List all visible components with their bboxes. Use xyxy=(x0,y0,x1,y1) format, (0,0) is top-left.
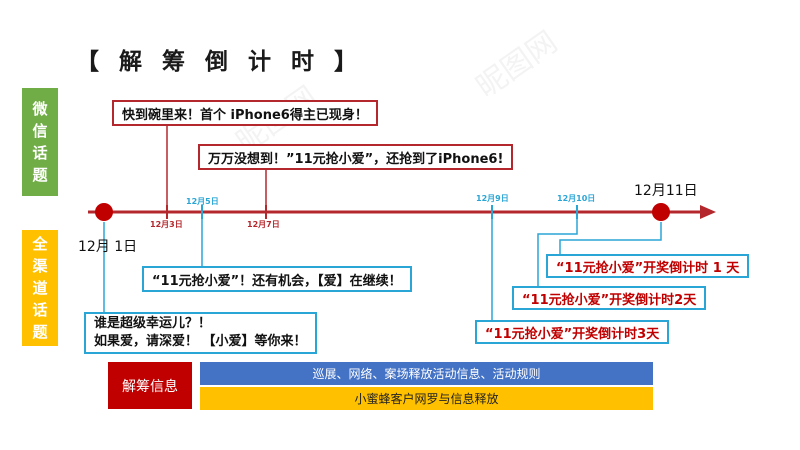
callout-lucky-winner-line2: 如果爱，请深爱！ 【小爱】等你来！ xyxy=(94,334,307,349)
end-date: 12月11日 xyxy=(634,183,698,199)
callout-countdown-3-days: “11元抢小爱”开奖倒计时3天 xyxy=(475,320,670,344)
start-date: 12月 1日 xyxy=(78,239,138,255)
date-tag-dec5: 12月5日 xyxy=(186,197,219,206)
callout-lucky-winner: 谁是超级幸运儿？！ 如果爱，请深爱！ 【小爱】等你来！ xyxy=(84,312,317,354)
callout-wechat-iphone: 万万没想到！”11元抢小爱”，还抢到了iPhone6! xyxy=(198,144,514,170)
callout-lucky-winner-line1: 谁是超级幸运儿？！ xyxy=(94,316,212,331)
callout-still-chance: “11元抢小爱”！还有机会，【爱】在继续！ xyxy=(142,266,412,292)
timeline-arrowhead xyxy=(700,205,716,219)
activity-info-bar: 巡展、网络、案场释放活动信息、活动规则 xyxy=(200,362,653,385)
date-tag-dec3: 12月3日 xyxy=(150,220,183,229)
date-tag-dec10: 12月10日 xyxy=(557,194,596,203)
release-info-label: 解筹信息 xyxy=(108,362,192,409)
connector-countdown-1 xyxy=(559,222,662,254)
connector-countdown-2 xyxy=(537,212,578,286)
callout-wechat-first-winner: 快到碗里来！首个 iPhone6得主已现身！ xyxy=(112,100,378,126)
timeline-end-dot xyxy=(652,203,670,221)
callout-countdown-2-days: “11元抢小爱”开奖倒计时2天 xyxy=(512,286,707,310)
date-tag-dec9: 12月9日 xyxy=(476,194,509,203)
customer-outreach-bar: 小蜜蜂客户网罗与信息释放 xyxy=(200,387,653,410)
all-channel-topic-label: 全渠道话题 xyxy=(22,230,58,346)
page-title: 【 解 筹 倒 计 时 】 xyxy=(76,49,364,75)
date-tag-dec7: 12月7日 xyxy=(247,220,280,229)
callout-countdown-1-day: “11元抢小爱”开奖倒计时 1 天 xyxy=(546,254,750,278)
wechat-topic-label: 微信话题 xyxy=(22,88,58,196)
timeline-start-dot xyxy=(95,203,113,221)
